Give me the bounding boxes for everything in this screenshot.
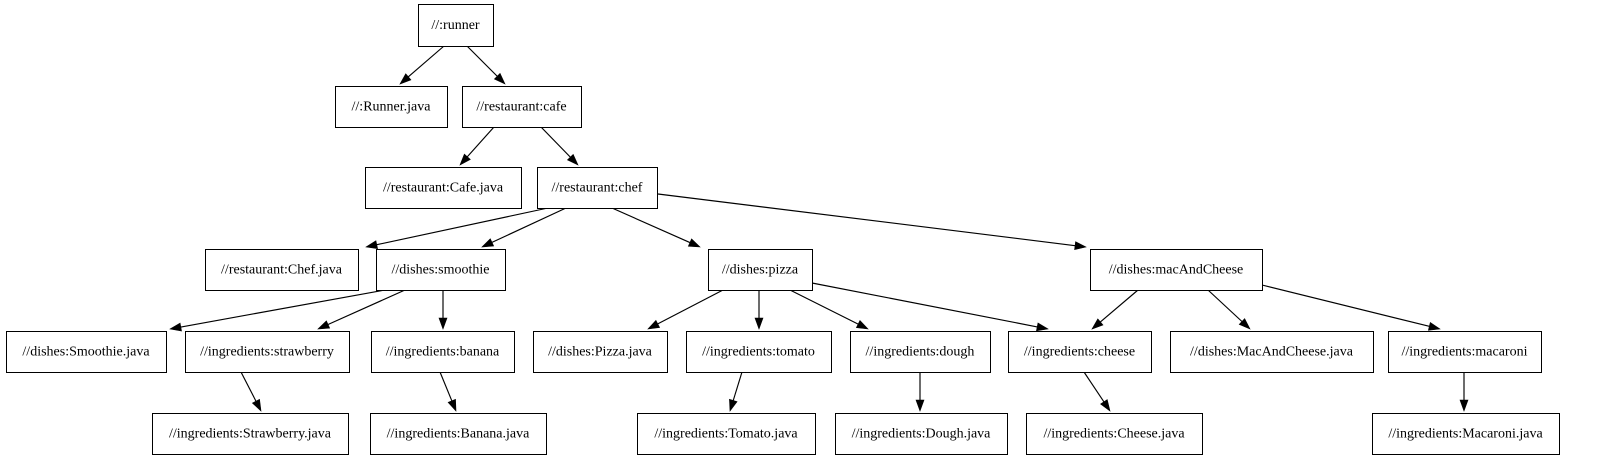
graph-edge — [466, 45, 506, 85]
node-box — [1008, 331, 1152, 373]
graph-edge — [540, 126, 579, 166]
graph-edge — [754, 290, 764, 330]
graph-node-restaurant_cafe[interactable]: //restaurant:cafe — [462, 86, 582, 128]
graph-node-banana_java[interactable]: //ingredients:Banana.java — [370, 413, 547, 455]
node-box — [1388, 331, 1542, 373]
node-label: //dishes:smoothie — [392, 263, 490, 278]
node-box — [537, 167, 658, 209]
graph-edge — [789, 289, 869, 330]
graph-node-chef_java[interactable]: //restaurant:Chef.java — [205, 249, 359, 291]
graph-node-dough_java[interactable]: //ingredients:Dough.java — [835, 413, 1008, 455]
graph-node-pizza_java[interactable]: //dishes:Pizza.java — [533, 331, 668, 373]
node-label: //:Runner.java — [352, 100, 432, 115]
graph-edge — [365, 207, 549, 249]
node-label: //dishes:macAndCheese — [1109, 263, 1244, 278]
node-box — [1090, 249, 1263, 291]
graph-edge — [1091, 289, 1139, 330]
node-box — [370, 413, 547, 455]
graph-node-runner[interactable]: //:runner — [418, 4, 494, 47]
node-box — [835, 413, 1008, 455]
node-box — [418, 4, 494, 47]
graph-node-dishes_smoothie[interactable]: //dishes:smoothie — [376, 249, 506, 291]
graph-edge — [399, 45, 445, 85]
node-box — [376, 249, 506, 291]
graph-node-ing_strawberry[interactable]: //ingredients:strawberry — [185, 331, 350, 373]
node-label: //ingredients:strawberry — [200, 345, 334, 360]
node-label: //ingredients:tomato — [702, 345, 815, 360]
graph-edge — [1083, 371, 1111, 412]
graph-edge — [240, 371, 262, 412]
graph-edge — [439, 371, 457, 412]
node-label: //ingredients:macaroni — [1402, 345, 1528, 360]
graph-node-smoothie_java[interactable]: //dishes:Smoothie.java — [6, 331, 167, 373]
graph-node-runner_java[interactable]: //:Runner.java — [335, 86, 448, 128]
graph-node-cheese_java[interactable]: //ingredients:Cheese.java — [1026, 413, 1203, 455]
node-label: //restaurant:Chef.java — [221, 263, 343, 278]
node-box — [335, 86, 448, 128]
node-box — [1372, 413, 1560, 455]
node-box — [462, 86, 582, 128]
node-box — [1026, 413, 1203, 455]
graph-node-ing_tomato[interactable]: //ingredients:tomato — [686, 331, 832, 373]
node-label: //ingredients:banana — [386, 345, 500, 360]
edges-layer — [169, 45, 1469, 412]
graph-node-cafe_java[interactable]: //restaurant:Cafe.java — [365, 167, 522, 209]
node-box — [708, 249, 813, 291]
node-label: //restaurant:cafe — [476, 100, 566, 115]
graph-node-strawberry_java[interactable]: //ingredients:Strawberry.java — [152, 413, 349, 455]
node-label: //ingredients:dough — [866, 345, 975, 360]
graph-node-ing_macaroni[interactable]: //ingredients:macaroni — [1388, 331, 1542, 373]
graph-node-dishes_macandchz[interactable]: //dishes:macAndCheese — [1090, 249, 1263, 291]
graph-edge — [459, 126, 495, 166]
graph-edge — [438, 290, 448, 330]
graph-edge — [647, 289, 724, 330]
graph-edge — [729, 371, 743, 412]
node-label: //ingredients:Strawberry.java — [169, 427, 332, 442]
graph-edge — [811, 282, 1049, 332]
graph-edge — [481, 207, 567, 248]
graph-node-tomato_java[interactable]: //ingredients:Tomato.java — [637, 413, 816, 455]
node-label: //dishes:Smoothie.java — [22, 345, 150, 360]
graph-node-ing_dough[interactable]: //ingredients:dough — [850, 331, 991, 373]
node-box — [205, 249, 359, 291]
node-label: //ingredients:Macaroni.java — [1388, 427, 1543, 442]
graph-node-ing_cheese[interactable]: //ingredients:cheese — [1008, 331, 1152, 373]
node-label: //ingredients:Tomato.java — [654, 427, 798, 442]
graph-edge — [317, 289, 406, 330]
node-box — [533, 331, 668, 373]
node-label: //ingredients:cheese — [1024, 345, 1135, 360]
node-label: //:runner — [431, 18, 480, 33]
graph-edge — [657, 193, 1087, 251]
nodes-layer: //:runner //:Runner.java //restaurant:cafe… — [6, 4, 1560, 455]
node-box — [185, 331, 350, 373]
graph-node-macaroni_java[interactable]: //ingredients:Macaroni.java — [1372, 413, 1560, 455]
graph-edge — [1459, 372, 1469, 412]
graph-edge — [1207, 289, 1251, 330]
node-label: //dishes:MacAndCheese.java — [1190, 345, 1354, 360]
node-box — [6, 331, 167, 373]
node-label: //dishes:pizza — [722, 263, 799, 278]
graph-edge — [1261, 284, 1441, 331]
node-box — [365, 167, 522, 209]
graph-node-restaurant_chef[interactable]: //restaurant:chef — [537, 167, 658, 209]
node-box — [371, 331, 515, 373]
node-label: //restaurant:Cafe.java — [383, 181, 504, 196]
node-box — [850, 331, 991, 373]
node-label: //ingredients:Cheese.java — [1043, 427, 1185, 442]
node-box — [1170, 331, 1374, 373]
graph-node-dishes_pizza[interactable]: //dishes:pizza — [708, 249, 813, 291]
graph-edge — [915, 372, 925, 412]
graph-edge — [169, 289, 386, 332]
node-box — [686, 331, 832, 373]
node-label: //dishes:Pizza.java — [548, 345, 653, 360]
graph-node-ing_banana[interactable]: //ingredients:banana — [371, 331, 515, 373]
graph-edge — [611, 207, 701, 248]
node-box — [152, 413, 349, 455]
node-label: //ingredients:Banana.java — [387, 427, 530, 442]
graph-node-macandchz_java[interactable]: //dishes:MacAndCheese.java — [1170, 331, 1374, 373]
node-label: //restaurant:chef — [552, 181, 643, 196]
node-label: //ingredients:Dough.java — [852, 427, 992, 442]
node-box — [637, 413, 816, 455]
